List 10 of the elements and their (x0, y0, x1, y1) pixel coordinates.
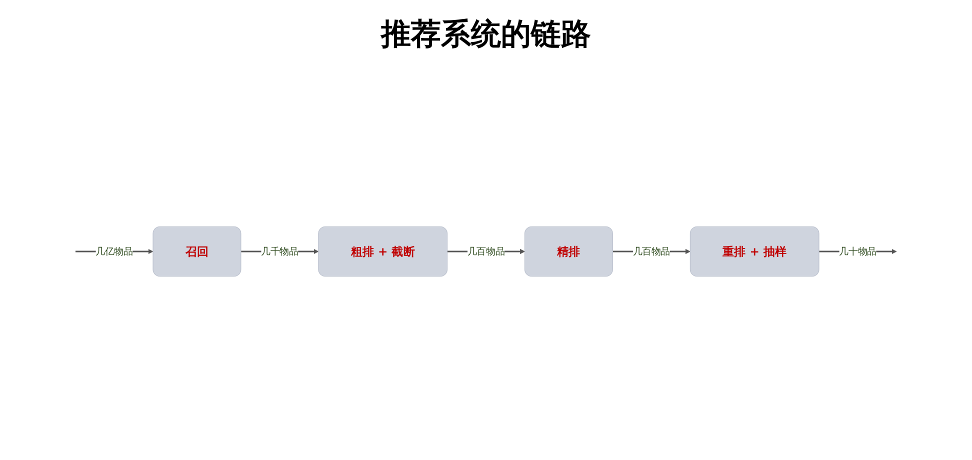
edge-label: 几十物品 (839, 244, 876, 258)
edge-label: 几百物品 (632, 244, 670, 258)
edge-label: 几百物品 (468, 244, 504, 258)
process-box: 粗排 + 截断 (318, 226, 448, 276)
edge-label: 几千物品 (261, 244, 298, 258)
edge-label: 几亿物品 (96, 244, 133, 258)
process-box: 精排 (524, 226, 613, 276)
process-box: 重排 + 抽样 (690, 226, 820, 276)
diagram-title: 推荐系统的链路 (380, 16, 592, 54)
process-box: 召回 (152, 226, 242, 276)
